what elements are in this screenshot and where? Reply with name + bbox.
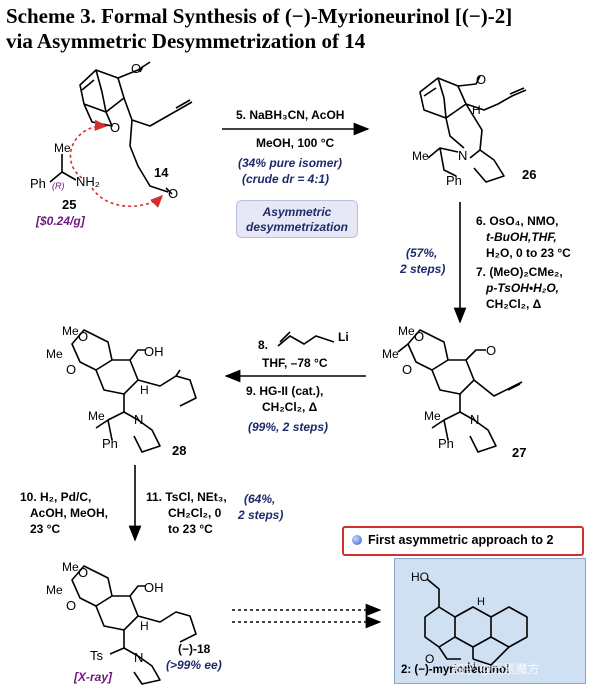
atom-Ph-28: Ph	[102, 436, 118, 451]
step-11-line-2: CH₂Cl₂, 0	[168, 506, 222, 520]
watermark: 知乎 @元素魔方	[452, 662, 540, 676]
atom-O-ketone-14: O	[131, 61, 141, 76]
atom-Me-26: Me	[412, 149, 429, 163]
atom-O-18a: O	[78, 565, 88, 580]
atom-H-target: H	[477, 596, 485, 608]
first-asymmetric-approach-callout: First asymmetric approach to 2	[342, 526, 584, 556]
step-10-line-1: 10. H₂, Pd/C,	[20, 490, 92, 504]
stereo-R-25: (R)	[52, 181, 65, 191]
asymmetric-desymmetrization-badge: Asymmetric desymmetrization	[236, 200, 358, 238]
structure-18	[71, 565, 197, 685]
atom-Me-27c: Me	[424, 409, 441, 423]
yield-6-7-line-2: 2 steps)	[400, 262, 446, 276]
yield-10-11-line-1: (64%,	[244, 492, 276, 506]
atom-Me-27a: Me	[398, 324, 415, 338]
atom-H-18: H	[140, 619, 149, 633]
atom-O-target: O	[425, 652, 434, 666]
atom-O-27a: O	[414, 329, 424, 344]
step-6-line-2: t-BuOH,THF,	[486, 230, 557, 244]
step-5-reagent: 5. NaBH₃CN, AcOH	[236, 108, 345, 122]
label-xray: [X-ray]	[74, 670, 113, 684]
label-25-price: [$0.24/g]	[36, 214, 85, 228]
atom-N-27: N	[470, 412, 479, 427]
step-9-line-2: CH₂Cl₂, Δ	[262, 400, 318, 414]
structure-25	[49, 154, 77, 183]
yield-6-7-line-1: (57%,	[406, 246, 438, 260]
atom-OH-18: OH	[144, 580, 164, 595]
step-9-line-1: 9. HG-II (cat.),	[246, 384, 324, 398]
step-11-line-3: to 23 °C	[168, 522, 213, 536]
bullet-icon	[352, 535, 362, 545]
label-27: 27	[512, 445, 527, 460]
step-6-line-3: H₂O, 0 to 23 °C	[486, 246, 571, 260]
atom-O-27c: O	[486, 343, 496, 358]
red-attack-arrow-aldehyde	[91, 187, 164, 208]
atom-HO-target: HO	[411, 570, 429, 584]
atom-O-aldehyde-14: O	[168, 186, 178, 201]
step-7-line-3: CH₂Cl₂, Δ	[486, 297, 542, 311]
atom-O-28a: O	[78, 329, 88, 344]
scheme-title-line-2: via Asymmetric Desymmetrization of 14	[6, 29, 366, 53]
step-7-line-1: 7. (MeO)₂CMe₂,	[476, 265, 563, 279]
atom-O-ketone-14b: O	[110, 120, 120, 135]
atom-Ph-25: Ph	[30, 176, 46, 191]
atom-Ts-18: Ts	[90, 648, 104, 663]
atom-OH-28: OH	[144, 344, 164, 359]
step-8-conditions: THF, –78 °C	[262, 356, 328, 370]
target-myrioneurinol-box: HO O N H 2: (−)-myrioneurinol	[394, 558, 586, 684]
asym-line-2: desymmetrization	[245, 220, 349, 234]
atom-H-28: H	[140, 383, 149, 397]
step-5-note-1: (34% pure isomer)	[238, 156, 343, 170]
step-5-note-2: (crude dr = 4:1)	[242, 172, 330, 186]
step-8-number: 8.	[258, 338, 269, 352]
atom-Me-18a: Me	[62, 560, 79, 574]
atom-N-26: N	[458, 148, 467, 163]
atom-Me-25: Me	[54, 141, 71, 155]
step-5-conditions: MeOH, 100 °C	[256, 136, 335, 150]
structure-myrioneurinol: HO O N H	[411, 570, 528, 674]
atom-Me-28c: Me	[88, 409, 105, 423]
step-10-line-3: 23 °C	[30, 522, 61, 536]
atom-Me-28b: Me	[46, 347, 63, 361]
scheme-title-line-1: Scheme 3. Formal Synthesis of (−)-Myrion…	[6, 4, 513, 28]
yield-10-11-line-2: 2 steps)	[238, 508, 284, 522]
atom-H-26: H	[472, 103, 481, 117]
structure-28	[71, 329, 197, 453]
label-26: 26	[522, 167, 537, 182]
label-18: (−)-18	[178, 642, 211, 656]
atom-O-27b: O	[402, 362, 412, 377]
structure-27	[397, 329, 523, 453]
atom-Ph-26: Ph	[446, 173, 462, 188]
step-11-line-1: 11. TsCl, NEt₃,	[146, 490, 227, 504]
callout-text-wrap: First asymmetric approach to 2	[352, 533, 553, 547]
scheme-title: Scheme 3. Formal Synthesis of (−)-Myrion…	[6, 4, 596, 54]
step-8-lithium: Li	[338, 330, 349, 344]
atom-Me-18b: Me	[46, 583, 63, 597]
label-25: 25	[62, 197, 77, 212]
atom-O-26: O	[476, 72, 486, 87]
step-6-line-1: 6. OsO₄, NMO,	[476, 214, 559, 228]
step-7-line-2: p-TsOH•H₂O,	[486, 281, 559, 295]
step-10-line-2: AcOH, MeOH,	[30, 506, 109, 520]
red-attack-arrow-ketone	[69, 119, 108, 179]
allyl-lithium-fragment	[277, 335, 335, 347]
callout-text: First asymmetric approach to 2	[368, 533, 554, 547]
structure-26	[419, 75, 527, 183]
atom-O-18b: O	[66, 598, 76, 613]
atom-Me-27b: Me	[382, 347, 399, 361]
atom-Me-28a: Me	[62, 324, 79, 338]
asym-line-1: Asymmetric	[262, 205, 332, 219]
label-14: 14	[154, 165, 169, 180]
yield-8-9: (99%, 2 steps)	[248, 420, 329, 434]
atom-N-target: N	[467, 660, 476, 674]
atom-N-18: N	[134, 650, 143, 665]
label-28: 28	[172, 443, 187, 458]
label-target: 2: (−)-myrioneurinol	[401, 664, 510, 676]
atom-N-28: N	[134, 412, 143, 427]
atom-Ph-27: Ph	[438, 436, 454, 451]
label-18-ee: (>99% ee)	[166, 658, 222, 672]
atom-O-28b: O	[66, 362, 76, 377]
